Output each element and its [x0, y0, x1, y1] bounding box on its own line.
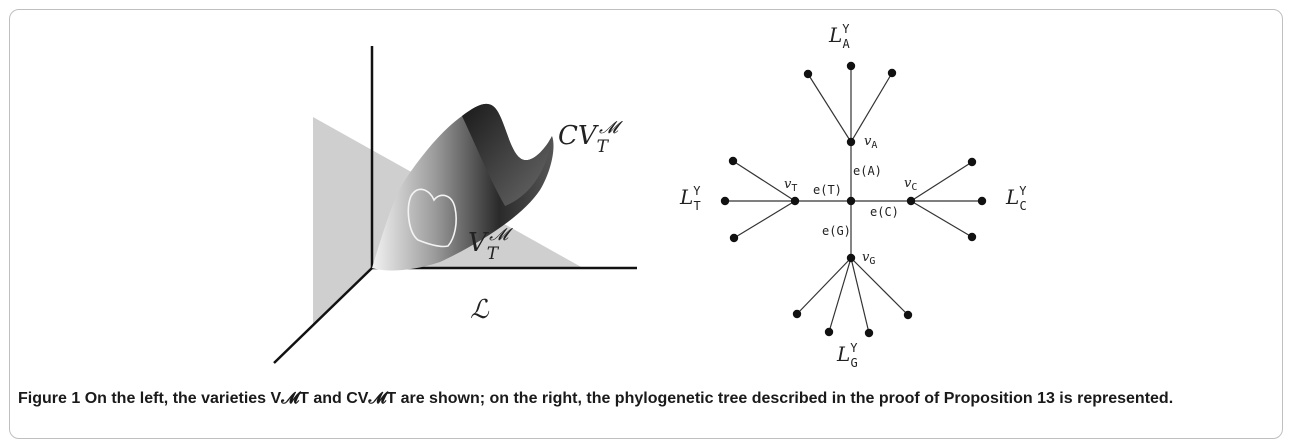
node-vC — [906, 196, 916, 206]
node-label-vC: vC — [904, 176, 917, 193]
leaf-node — [824, 327, 834, 337]
leaf-node — [977, 196, 987, 206]
node-label-vG: vG — [862, 250, 875, 267]
node-vG — [846, 253, 856, 263]
node-vT — [790, 196, 800, 206]
leaf-node — [846, 61, 856, 71]
variety-illustration — [273, 46, 637, 364]
edge-label-A: e(A) — [853, 164, 882, 178]
surface-label: CVT𝓜 — [558, 118, 623, 157]
figure-caption: Figure 1 On the left, the varieties V𝓜T … — [18, 387, 1278, 410]
leaf-node — [792, 309, 802, 319]
leaf-node — [967, 232, 977, 242]
node-label-vT: vT — [784, 177, 797, 194]
figure-graphics: CVT𝓜 VT𝓜 ℒ — [273, 22, 1027, 370]
variety-label: VT𝓜 — [468, 225, 513, 264]
edge-label-C: e(C) — [870, 205, 899, 219]
leaf-node — [728, 156, 738, 166]
plane-label: ℒ — [470, 295, 490, 325]
edge-label-T: e(T) — [813, 183, 842, 197]
axis-y — [273, 267, 373, 364]
variety-V-curve — [407, 188, 457, 248]
leaf-node — [903, 310, 913, 320]
figure-caption-text: On the left, the varieties V𝓜T and CV𝓜T … — [84, 390, 1174, 407]
leaf-node — [864, 328, 874, 338]
leaf-node — [720, 196, 730, 206]
tree-nodes — [720, 61, 987, 338]
leaf-node — [729, 233, 739, 243]
leaf-node — [803, 69, 813, 79]
root-node — [846, 196, 856, 206]
node-vA — [846, 137, 856, 147]
surface-CV-top — [462, 103, 552, 206]
edge-label-G: e(G) — [822, 224, 851, 238]
figure-caption-label: Figure 1 — [18, 390, 81, 407]
node-label-vA: vA — [864, 134, 877, 151]
leaf-node — [967, 157, 977, 167]
leaf-node — [887, 68, 897, 78]
figure-frame — [9, 9, 1283, 439]
